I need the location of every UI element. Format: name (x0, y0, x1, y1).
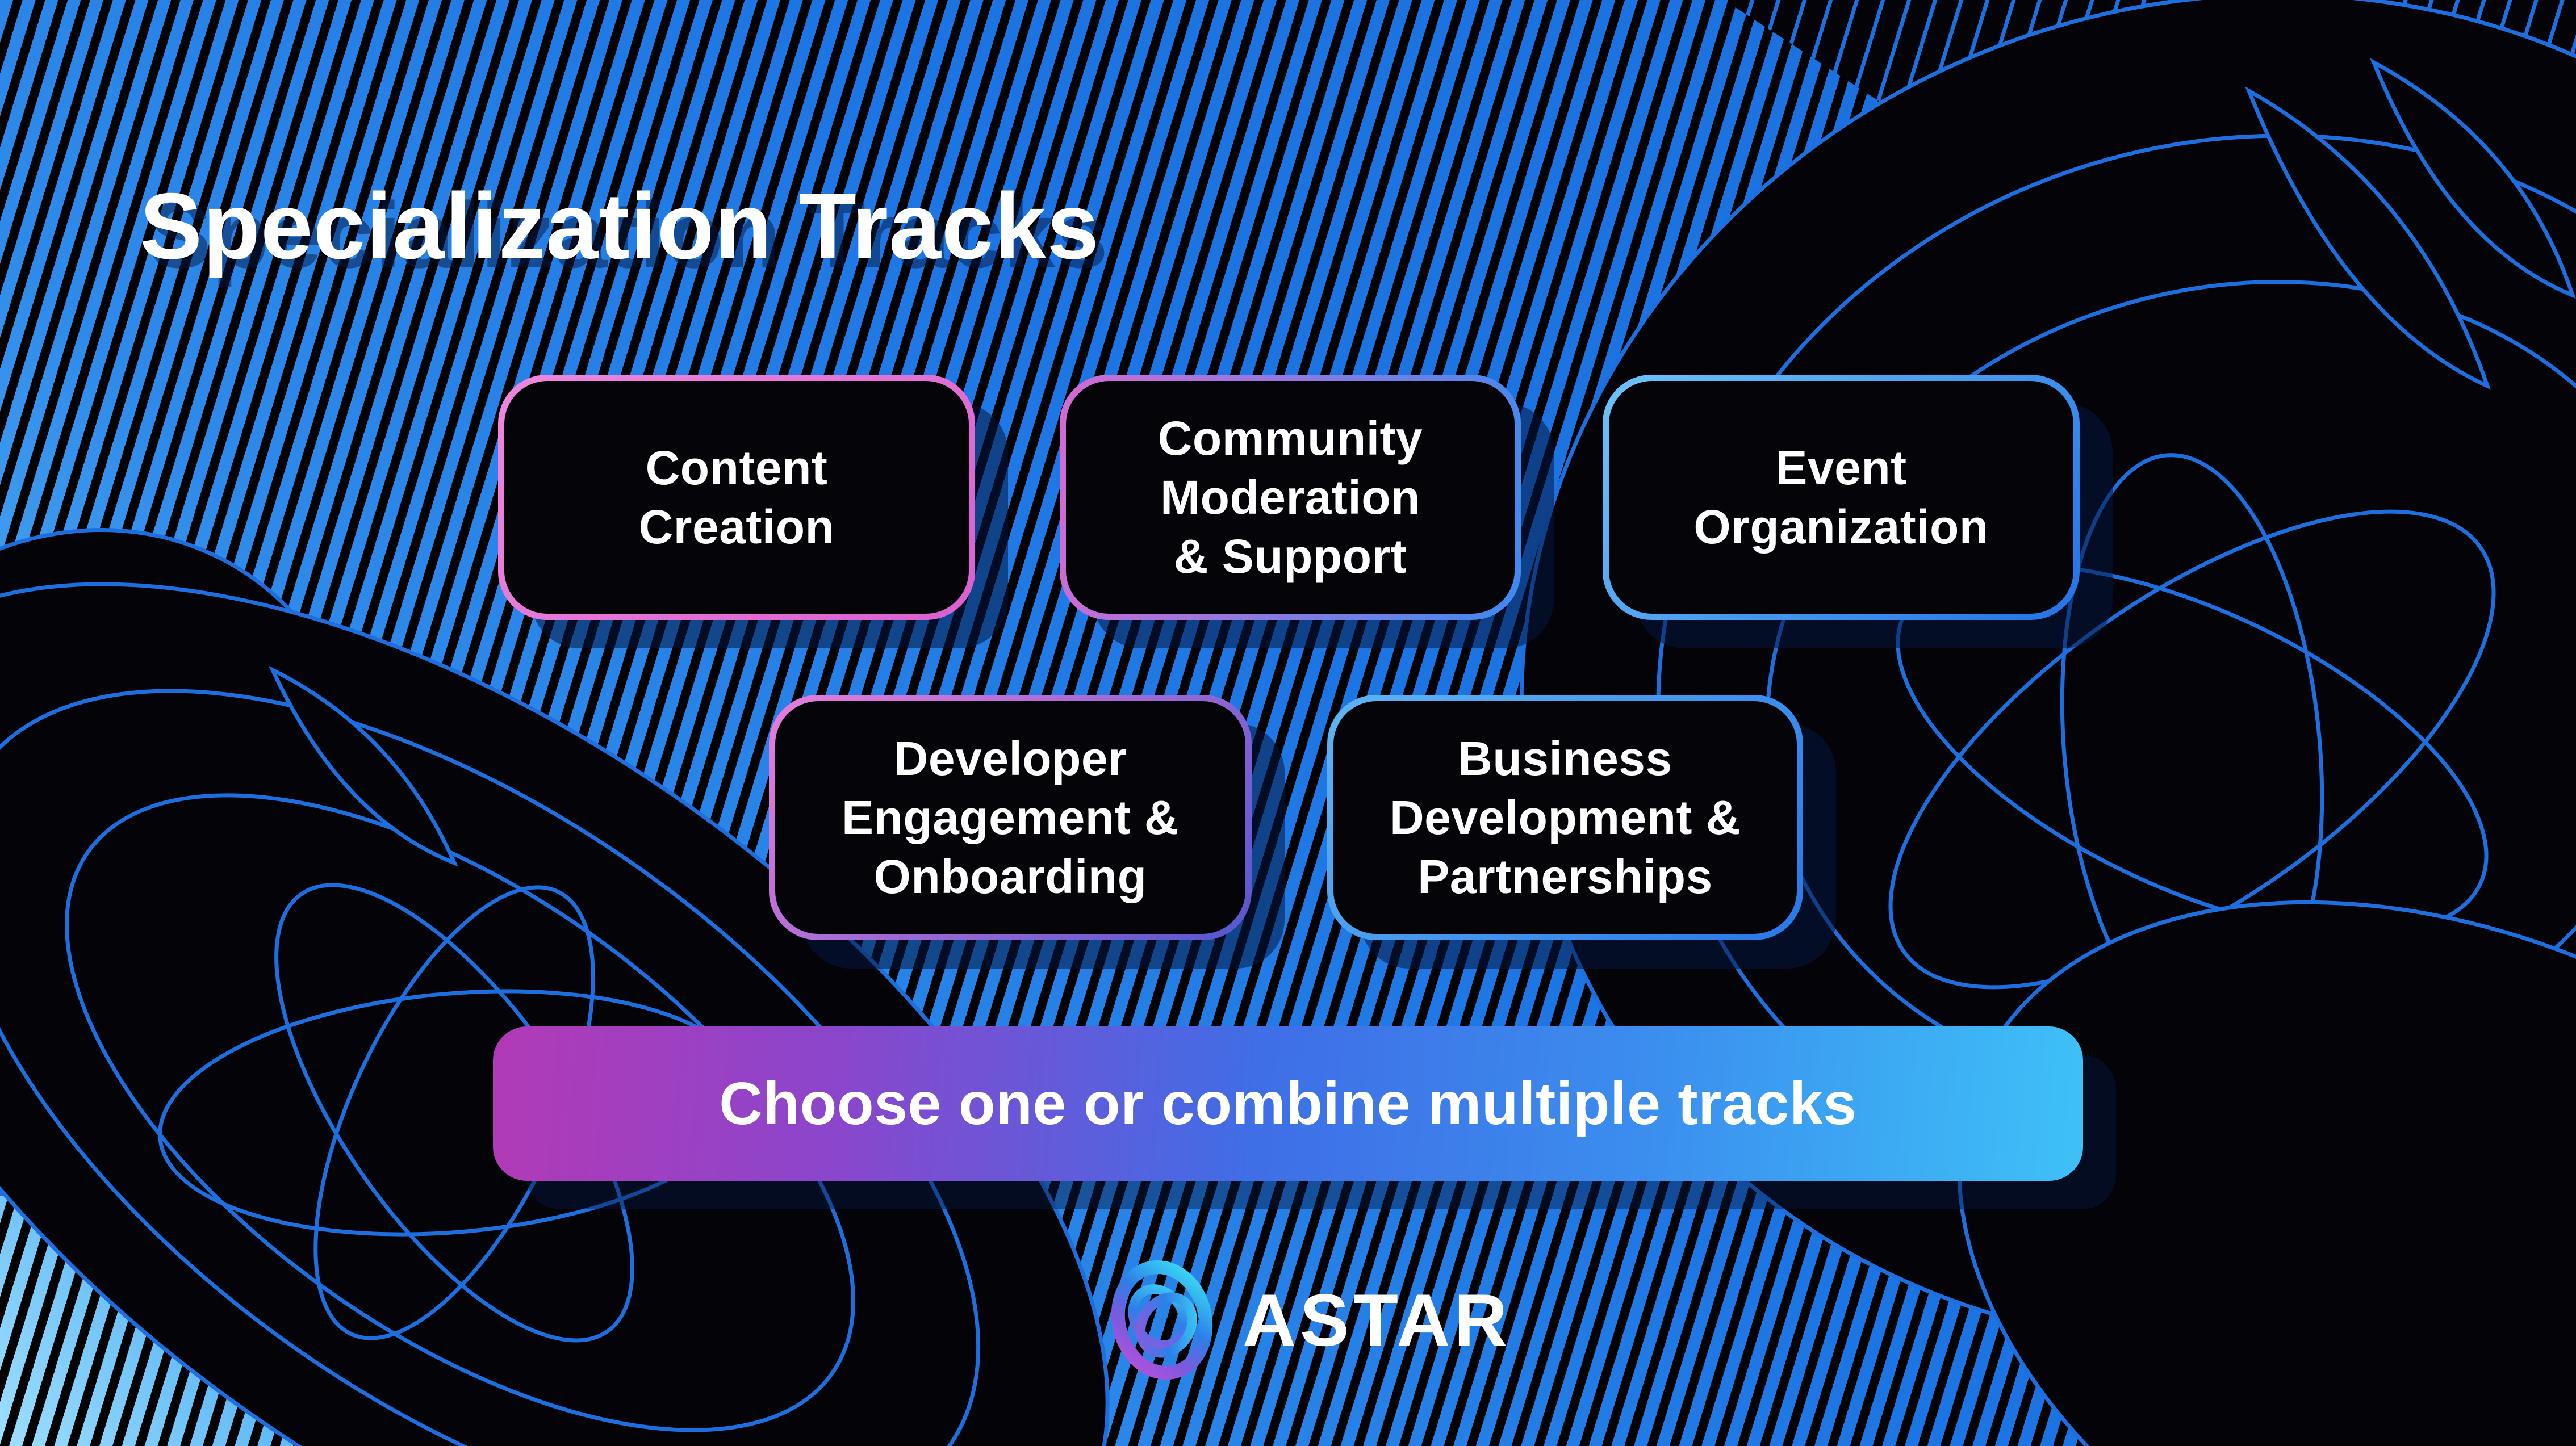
track-card-surface: Event Organization (1609, 381, 2073, 614)
track-card-surface: Developer Engagement & Onboarding (775, 701, 1245, 934)
background-swirl-left (0, 527, 1110, 1446)
brand-footer: ASTAR (1106, 1256, 1511, 1384)
banner-label: Choose one or combine multiple tracks (719, 1070, 1857, 1137)
track-card-label: Developer Engagement & Onboarding (841, 731, 1180, 904)
page-title: Specialization Tracks (140, 174, 1100, 278)
track-card-community-moderation: Community Moderation & Support (1060, 375, 1521, 620)
track-card-content-creation: Content Creation (498, 375, 975, 620)
track-card-surface: Community Moderation & Support (1066, 381, 1515, 614)
track-card-surface: Business Development & Partnerships (1333, 701, 1797, 934)
track-card-label: Community Moderation & Support (1157, 411, 1423, 584)
track-card-label: Business Development & Partnerships (1390, 731, 1741, 904)
astar-knot-logo-icon (1111, 1260, 1213, 1380)
track-card-surface: Content Creation (504, 381, 969, 614)
brand-wordmark: ASTAR (1243, 1279, 1512, 1361)
track-card-label: Content Creation (638, 441, 835, 554)
track-card-label: Event Organization (1693, 441, 1989, 554)
track-card-business-development: Business Development & Partnerships (1327, 695, 1803, 940)
track-card-event-organization: Event Organization (1603, 375, 2080, 620)
track-card-developer-engagement: Developer Engagement & Onboarding (769, 695, 1252, 940)
banner-choose-tracks: Choose one or combine multiple tracks (493, 1026, 2083, 1181)
